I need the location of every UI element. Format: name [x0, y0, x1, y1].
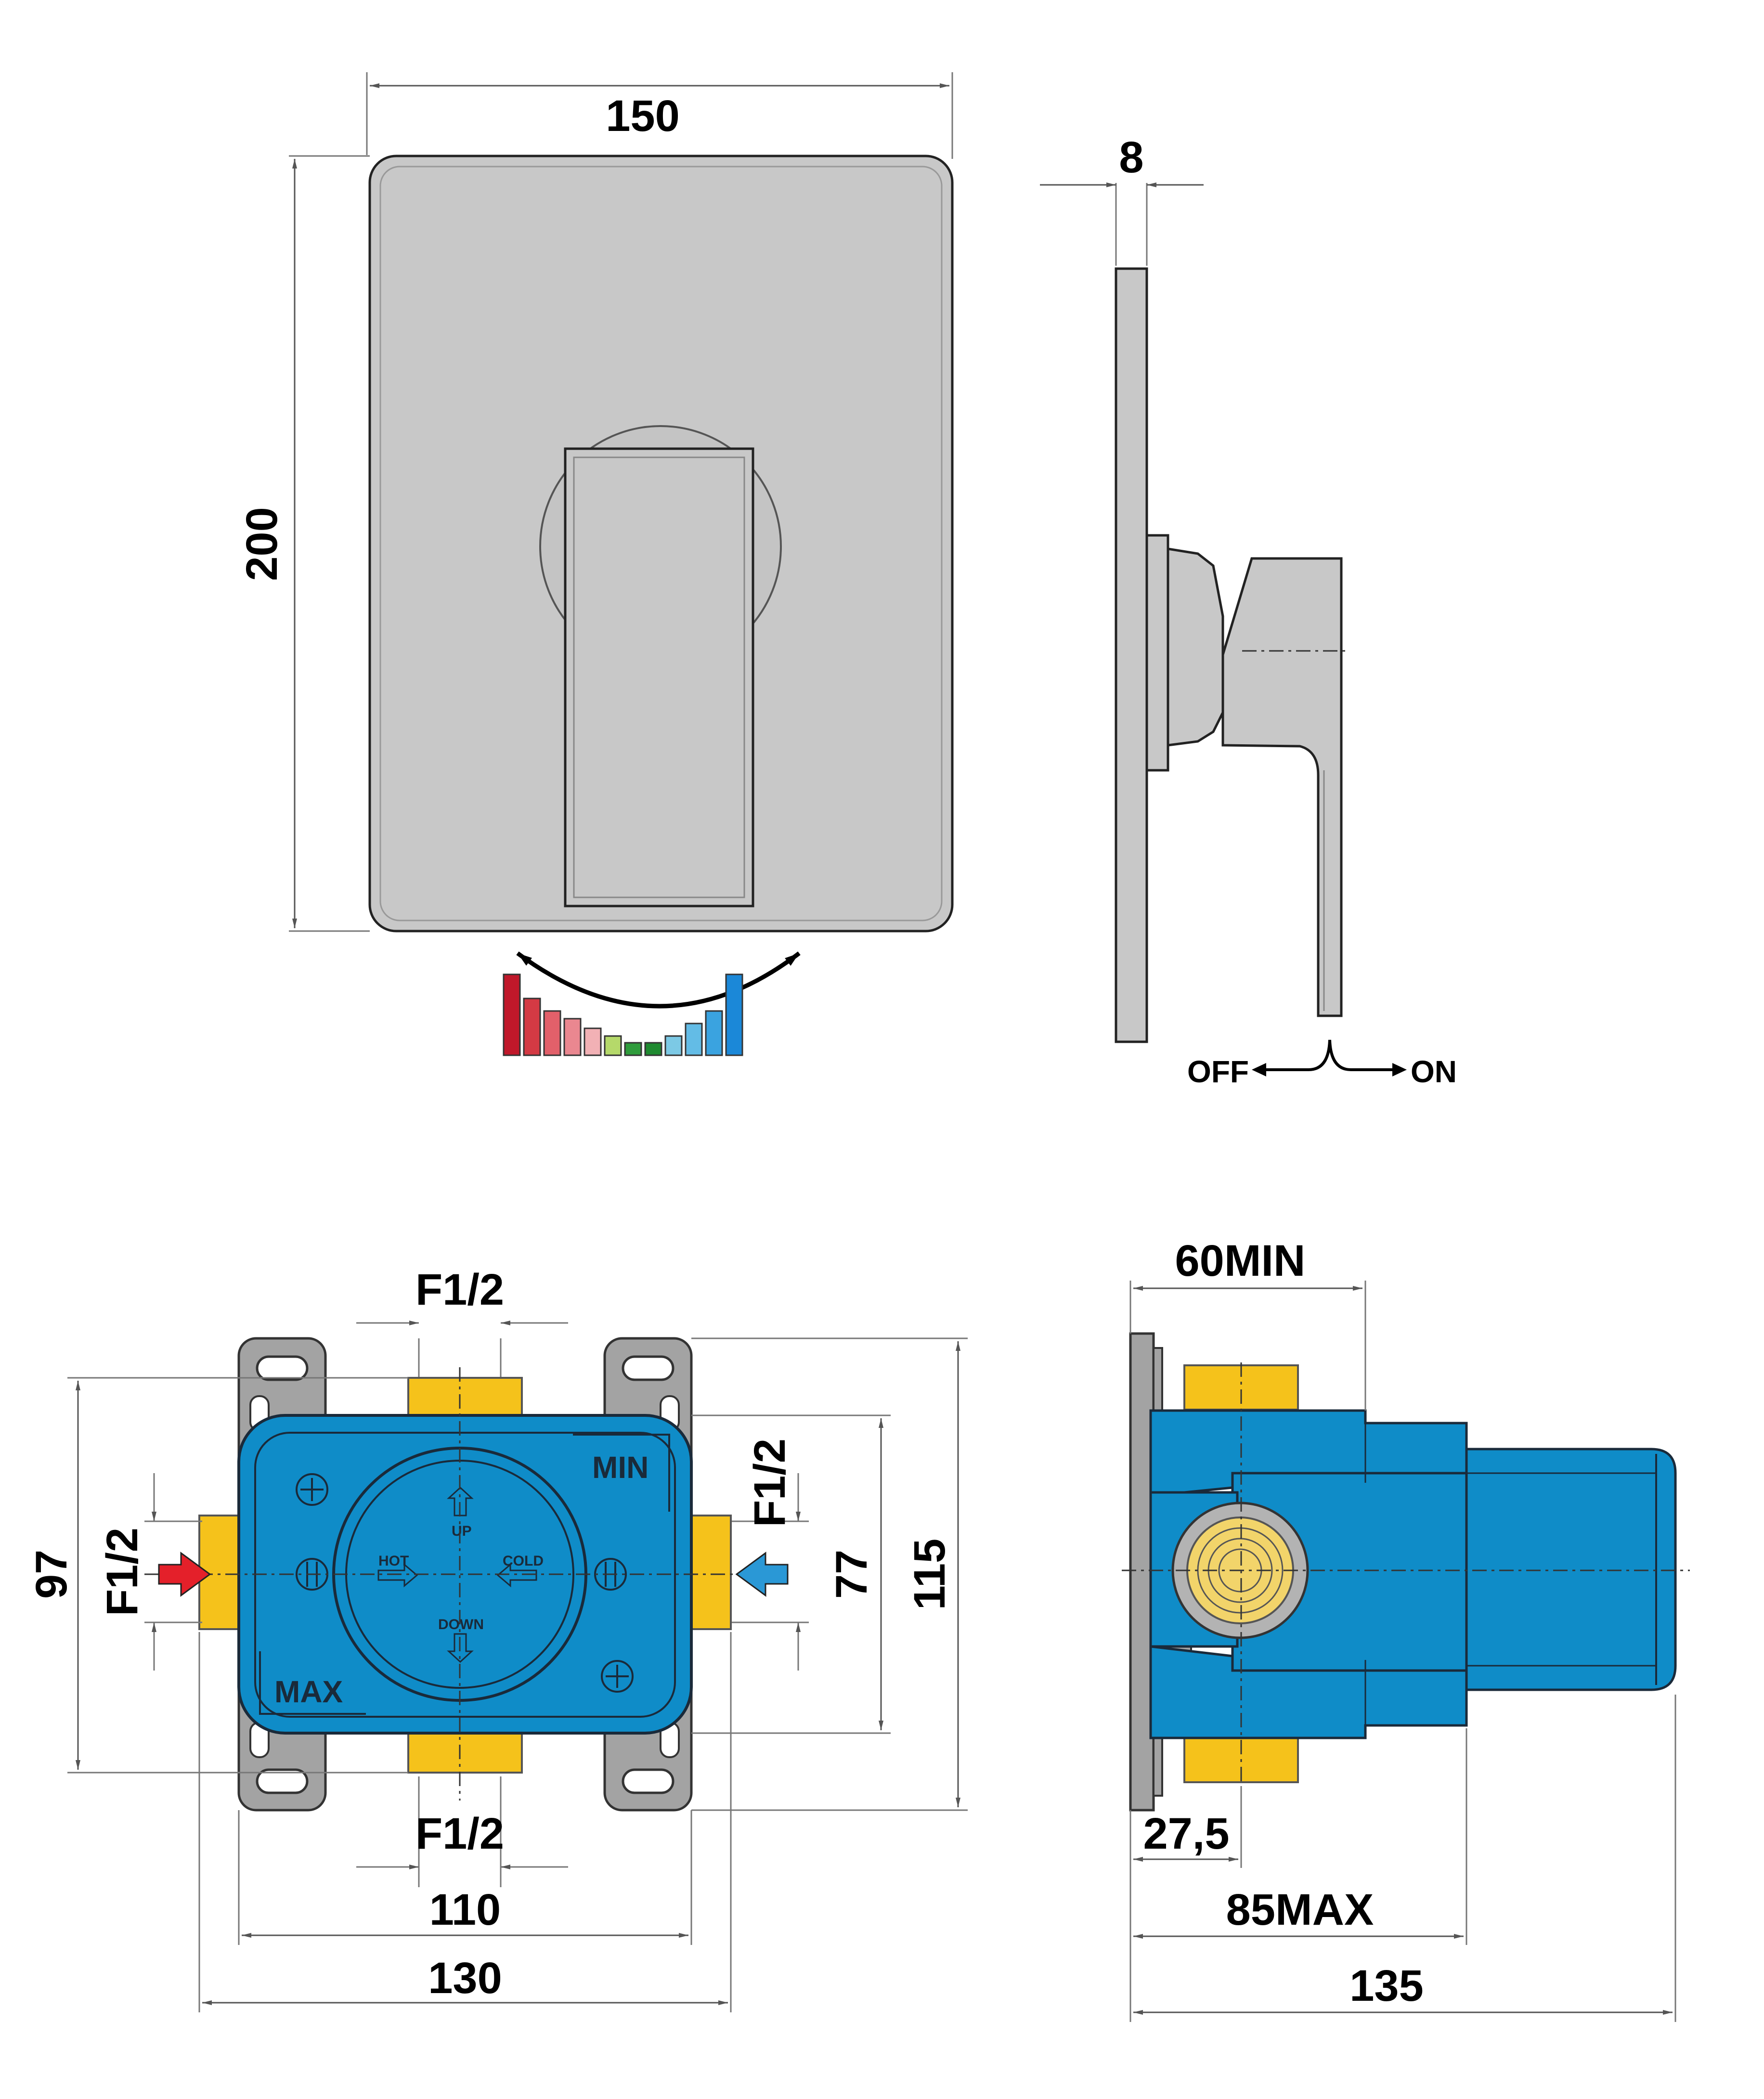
- dim-135-label: 135: [1349, 1961, 1424, 2010]
- dim-85max-label: 85MAX: [1226, 1885, 1374, 1934]
- temperature-bar: [563, 1018, 582, 1056]
- front-view: 150 200: [237, 72, 954, 1056]
- cover-plate-inner-edge: [379, 166, 943, 921]
- top-port-label: F1/2: [415, 1265, 504, 1314]
- handle-lever: [564, 447, 754, 907]
- hot-arrow-icon: [377, 1563, 418, 1588]
- side-view: 8 OFF ON: [1040, 133, 1457, 1089]
- left-port-label: F1/2: [98, 1528, 147, 1616]
- body-front-view: MIN MAX HOT COLD UP DOWN F1/2 F1/2 F1/: [27, 1265, 968, 2012]
- off-label: OFF: [1187, 1054, 1249, 1089]
- dim-60min-label: 60MIN: [1175, 1236, 1306, 1285]
- down-arrow-icon: [447, 1633, 474, 1663]
- temperature-bar: [523, 998, 541, 1056]
- port-right: [690, 1515, 732, 1630]
- down-label: DOWN: [438, 1617, 484, 1633]
- temperature-bar: [705, 1010, 723, 1056]
- dim-77-label: 77: [827, 1550, 876, 1599]
- temperature-bar: [543, 1010, 561, 1056]
- dim-130-label: 130: [428, 1954, 502, 2003]
- dim-27-5-label: 27,5: [1143, 1809, 1229, 1858]
- side-neck: [1167, 547, 1224, 747]
- dim-115-label: 115: [905, 1539, 954, 1610]
- temperature-scale: [503, 973, 743, 1056]
- body-side-view: 60MIN 27,5 85MAX 135: [1122, 1236, 1690, 2022]
- port-bottom: [407, 1727, 523, 1774]
- side-cartridge: [1465, 1448, 1677, 1691]
- cold-arrow-icon: [496, 1563, 537, 1588]
- right-port-label: F1/2: [745, 1438, 794, 1527]
- side-handle: [1221, 557, 1343, 1017]
- side-flange: [1145, 534, 1169, 772]
- on-label: ON: [1411, 1054, 1457, 1089]
- off-on-arrows: [1258, 1039, 1400, 1071]
- temperature-bar: [503, 973, 521, 1056]
- max-label: MAX: [274, 1674, 343, 1709]
- up-label: UP: [452, 1523, 472, 1539]
- side-plate: [1115, 267, 1148, 1043]
- dim-thickness-label: 8: [1119, 133, 1143, 182]
- dim-height-label: 200: [237, 507, 286, 581]
- handle-lever-face: [573, 456, 745, 898]
- cold-inlet-arrow: [735, 1552, 789, 1597]
- temperature-bar: [685, 1023, 703, 1056]
- temperature-bar: [644, 1042, 662, 1056]
- up-arrow-icon: [447, 1486, 474, 1516]
- temperature-bar: [624, 1042, 642, 1056]
- temperature-bar: [725, 973, 743, 1056]
- temperature-bar: [584, 1027, 602, 1056]
- dim-110-label: 110: [429, 1885, 501, 1934]
- dim-97-label: 97: [27, 1550, 76, 1599]
- rotation-arc: [516, 951, 801, 1009]
- bottom-port-label: F1/2: [415, 1809, 504, 1858]
- temperature-bar: [664, 1035, 683, 1056]
- hot-inlet-arrow: [158, 1552, 211, 1597]
- min-label: MIN: [592, 1450, 649, 1485]
- temperature-bar: [604, 1035, 622, 1056]
- dim-width-label: 150: [606, 91, 680, 141]
